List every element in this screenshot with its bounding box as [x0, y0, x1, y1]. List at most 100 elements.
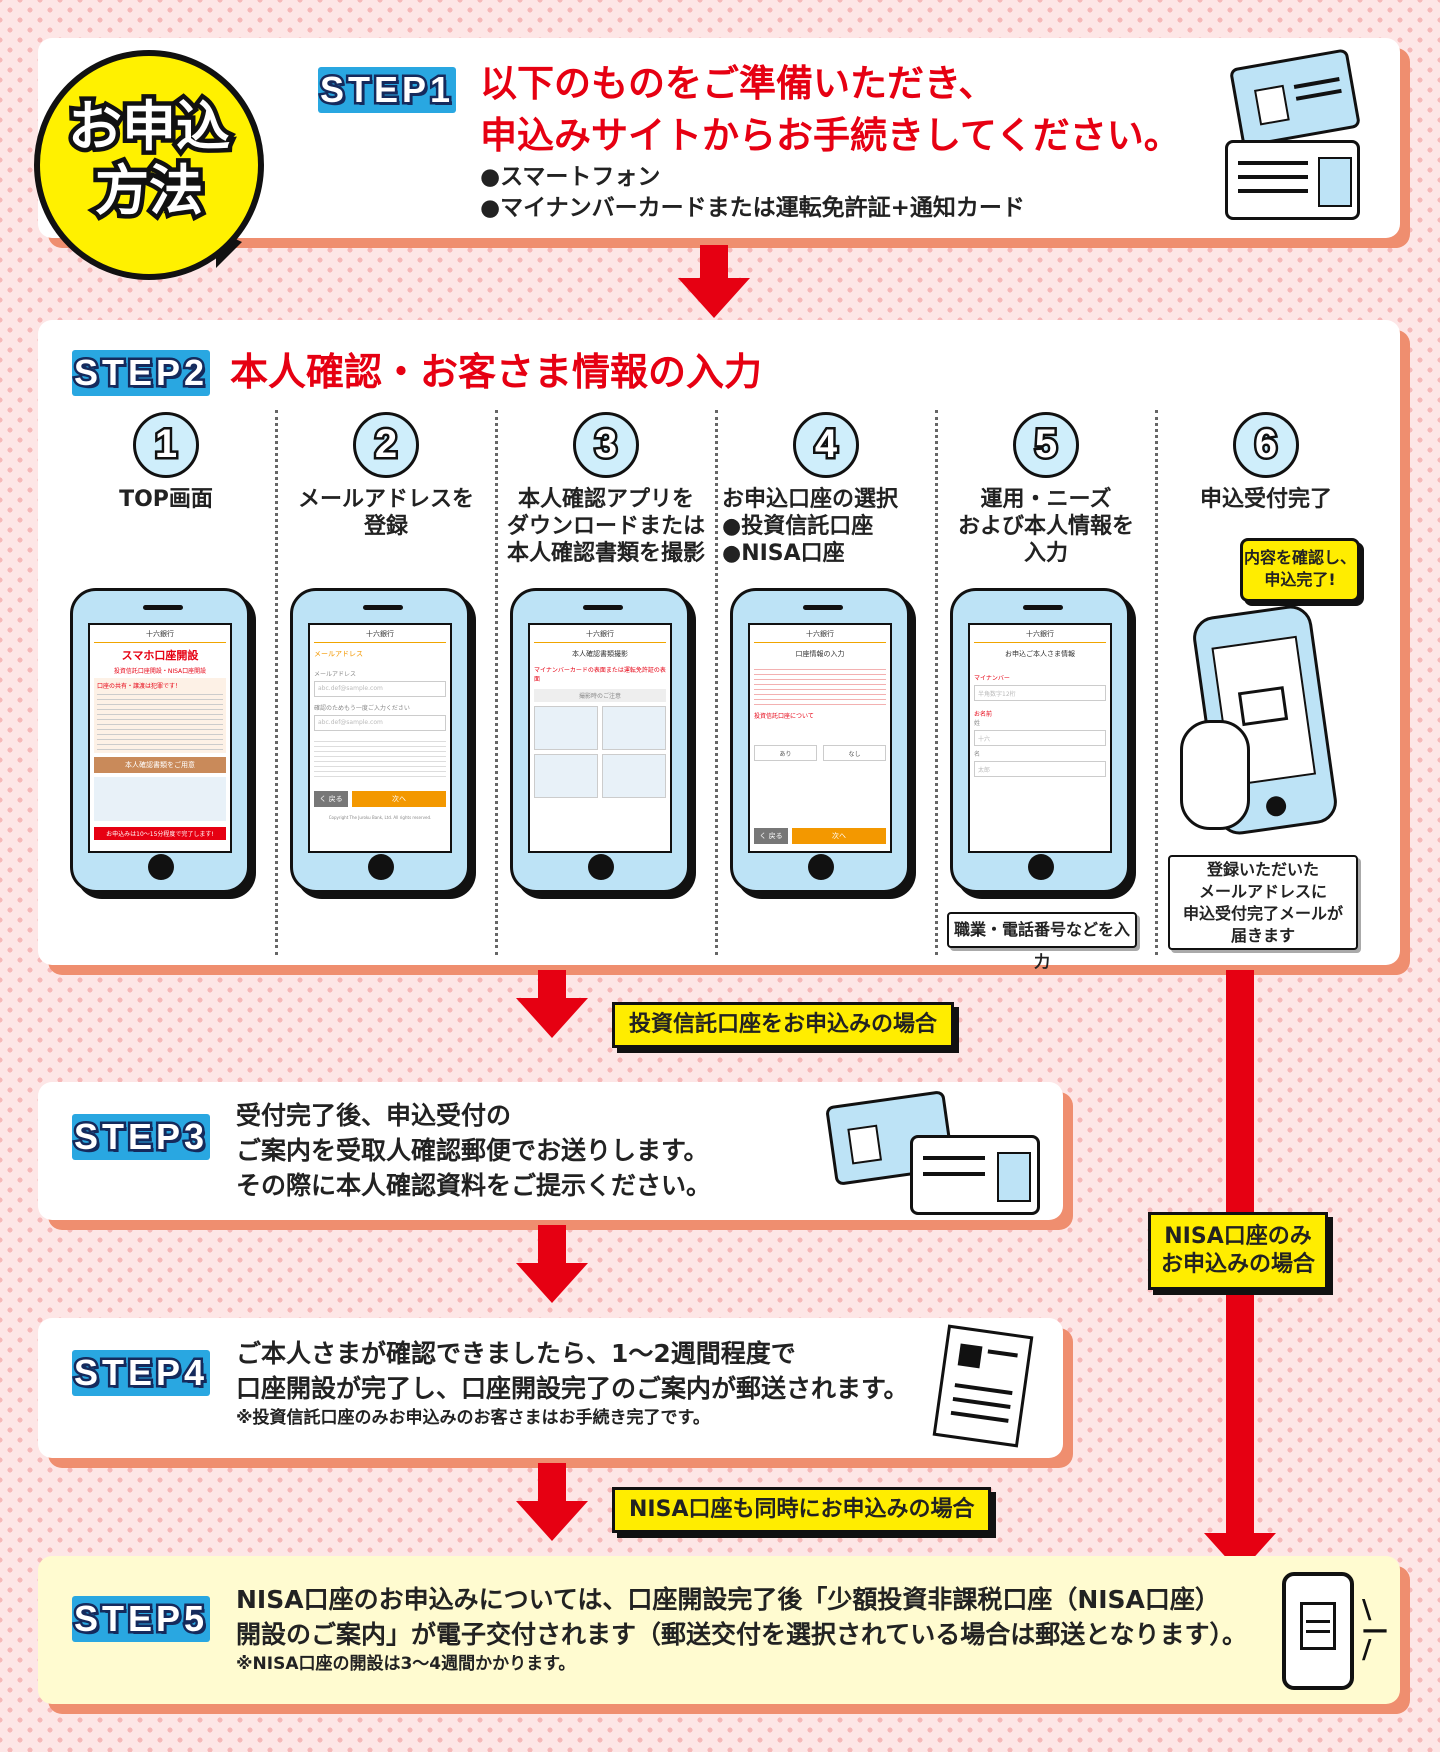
phone-screen-account: 十六銀行 口座情報の入力 投資信託口座について あり なし く 戻る 次へ: [730, 588, 925, 908]
arrow-shaft-4: [538, 1463, 566, 1503]
screen-content: 十六銀行 本人確認書類撮影 マイナンバーカードの表面または運転免許証の表面 撮影…: [528, 623, 672, 853]
column-divider: [275, 410, 278, 955]
step4-line1: ご本人さまが確認できましたら、1～2週間程度で: [236, 1339, 796, 1368]
step3-line2: ご案内を受取人確認郵便でお送りします。: [236, 1136, 709, 1165]
field-label: 確認のためもう一度ご入力ください: [314, 705, 410, 712]
step1-label: STEP1: [317, 67, 456, 113]
next-button: 次へ: [792, 828, 886, 844]
step2-label: STEP2: [71, 350, 210, 396]
screen-content: 十六銀行 スマホ口座開設 投資信託口座開設・NISA口座開設 口座の共有・譲渡は…: [88, 623, 232, 853]
col6-note: 登録いただいた メールアドレスに 申込受付完了メールが 届きます: [1168, 855, 1358, 950]
column-divider: [495, 410, 498, 955]
field-label: 名: [974, 751, 981, 758]
step3-line3: その際に本人確認資料をご提示ください。: [236, 1171, 712, 1200]
hand-shape: [1180, 720, 1250, 830]
column-title-5: 運用・ニーズ および本人情報を 入力: [957, 487, 1134, 566]
phone-screen-top: 十六銀行 スマホ口座開設 投資信託口座開設・NISA口座開設 口座の共有・譲渡は…: [70, 588, 250, 893]
column-title-4: お申込口座の選択 ●投資信託口座 ●NISA口座: [722, 487, 899, 566]
bank-name: 十六銀行: [94, 629, 226, 643]
field-label: 姓: [974, 720, 981, 727]
option-yes: あり: [754, 745, 817, 761]
screen-content: 十六銀行 メールアドレス メールアドレス abc.def@sample.com …: [308, 623, 452, 853]
completion-bubble: 内容を確認し、 申込完了!: [1240, 538, 1360, 602]
column-divider: [715, 410, 718, 955]
step4-note: ※投資信託口座のみお申込みのお客さまはお手続き完了です。: [236, 1408, 710, 1428]
screen-heading: メールアドレス: [314, 650, 363, 658]
step1-item-id: ●マイナンバーカードまたは運転免許証+通知カード: [480, 195, 1025, 221]
step1-item-smartphone: ●スマートフォン: [480, 164, 661, 190]
surname-field: 十六: [974, 730, 1106, 746]
option-no: なし: [823, 745, 886, 761]
tag-investment-trust: 投資信託口座をお申込みの場合: [612, 1002, 955, 1048]
step5-note: ※NISA口座の開設は3～4週間かかります。: [236, 1654, 576, 1674]
step2-title: 本人確認・お客さま情報の入力: [230, 350, 763, 394]
tag-nisa-only: NISA口座のみ お申込みの場合: [1148, 1212, 1328, 1290]
step5-line1: NISA口座のお申込みについては、口座開設完了後「少額投資非課税口座（NISA口…: [236, 1585, 1220, 1614]
back-button: く 戻る: [314, 791, 348, 807]
arrow-head-4: [516, 1501, 588, 1541]
step-number-1: 1: [133, 412, 199, 478]
photo-caution: 撮影時のご注意: [534, 689, 666, 702]
phone-screen-email: 十六銀行 メールアドレス メールアドレス abc.def@sample.com …: [290, 588, 470, 893]
step5-card: [38, 1556, 1400, 1704]
step1-card: [38, 38, 1400, 238]
step-number-6: 6: [1233, 412, 1299, 478]
screen-heading: 本人確認書類撮影: [572, 650, 628, 658]
screen-warning: 口座の共有・譲渡は犯罪です！: [97, 683, 182, 690]
screen-heading: 口座情報の入力: [795, 650, 845, 658]
step4-line2: 口座開設が完了し、口座開設完了のご案内が郵送されます。: [236, 1374, 909, 1403]
column-title-3: 本人確認アプリを ダウンロードまたは 本人確認書類を撮影: [506, 487, 705, 566]
license-card-icon: [910, 1135, 1040, 1215]
arrow-head-2: [516, 998, 588, 1038]
field-label: お名前: [974, 711, 993, 718]
bank-name: 十六銀行: [314, 629, 446, 643]
step5-text: NISA口座のお申込みについては、口座開設完了後「少額投資非課税口座（NISA口…: [236, 1582, 1247, 1676]
step-number-3: 3: [573, 412, 639, 478]
section-title: 投資信託口座について: [754, 713, 814, 720]
field-label: メールアドレス: [314, 671, 357, 678]
step1-title-line1: 以下のものをご準備いただき、: [480, 62, 996, 105]
step-badge-circle: [34, 50, 264, 280]
phone-screen-customer-info: 十六銀行 お申込ご本人さま情報 マイナンバー 半角数字12桁 お名前 姓 十六 …: [950, 588, 1145, 908]
screen-content: 十六銀行 お申込ご本人さま情報 マイナンバー 半角数字12桁 お名前 姓 十六 …: [968, 623, 1112, 853]
mail-icon: [1237, 686, 1289, 727]
step1-title-line2: 申込みサイトからお手続きしてください。: [480, 114, 1181, 157]
arrow-head-3: [516, 1263, 588, 1303]
email-field: abc.def@sample.com: [314, 681, 446, 697]
col5-note: 職業・電話番号などを入力: [947, 912, 1137, 971]
step3-label: STEP3: [71, 1114, 210, 1160]
screen-footer: お申込みは10～15分程度で完了します!: [94, 827, 226, 840]
column-title-2: メールアドレスを 登録: [297, 487, 474, 539]
step4-label: STEP4: [71, 1350, 210, 1396]
bank-name: 十六銀行: [754, 629, 886, 643]
step-number-5: 5: [1013, 412, 1079, 478]
document-icon: [932, 1324, 1034, 1448]
step1-title: 以下のものをご準備いただき、 申込みサイトからお手続きしてください。: [480, 58, 1181, 162]
mynumber-field: 半角数字12桁: [974, 685, 1106, 701]
step1-items: ●スマートフォン ●マイナンバーカードまたは運転免許証+通知カード: [480, 162, 1025, 224]
column-title-1: TOP画面: [119, 487, 213, 512]
step4-text: ご本人さまが確認できましたら、1～2週間程度で 口座開設が完了し、口座開設完了の…: [236, 1336, 909, 1430]
smartphone-document-icon: [1282, 1572, 1354, 1690]
arrow-shaft-1: [700, 245, 728, 280]
next-button: 次へ: [352, 791, 446, 807]
step3-text: 受付完了後、申込受付の ご案内を受取人確認郵便でお送りします。 その際に本人確認…: [236, 1098, 711, 1203]
screen-title: スマホ口座開設: [121, 649, 199, 662]
step-number-4: 4: [793, 412, 859, 478]
step-number-2: 2: [353, 412, 419, 478]
screen-subtitle: 投資信託口座開設・NISA口座開設: [113, 668, 207, 675]
tag-nisa-simultaneous: NISA口座も同時にお申込みの場合: [612, 1487, 992, 1533]
copyright: Copyright The Juroku Bank, Ltd. All righ…: [328, 815, 432, 820]
column-divider: [935, 410, 938, 955]
field-label: マイナンバー: [974, 675, 1010, 682]
phone-screen-id-photo: 十六銀行 本人確認書類撮影 マイナンバーカードの表面または運転免許証の表面 撮影…: [510, 588, 705, 908]
bank-name: 十六銀行: [974, 629, 1106, 643]
badge-line1: お申込: [64, 91, 235, 163]
step5-label: STEP5: [71, 1596, 210, 1642]
notification-lines-icon: \—/: [1362, 1595, 1388, 1665]
column-title-6: 申込受付完了: [1199, 487, 1332, 512]
bank-name: 十六銀行: [534, 629, 666, 643]
step5-line2: 開設のご案内」が電子交付されます（郵送交付を選択されている場合は郵送となります）…: [236, 1620, 1248, 1649]
prepare-id-button: 本人確認書類をご用意: [94, 757, 226, 773]
arrow-shaft-3: [538, 1225, 566, 1265]
